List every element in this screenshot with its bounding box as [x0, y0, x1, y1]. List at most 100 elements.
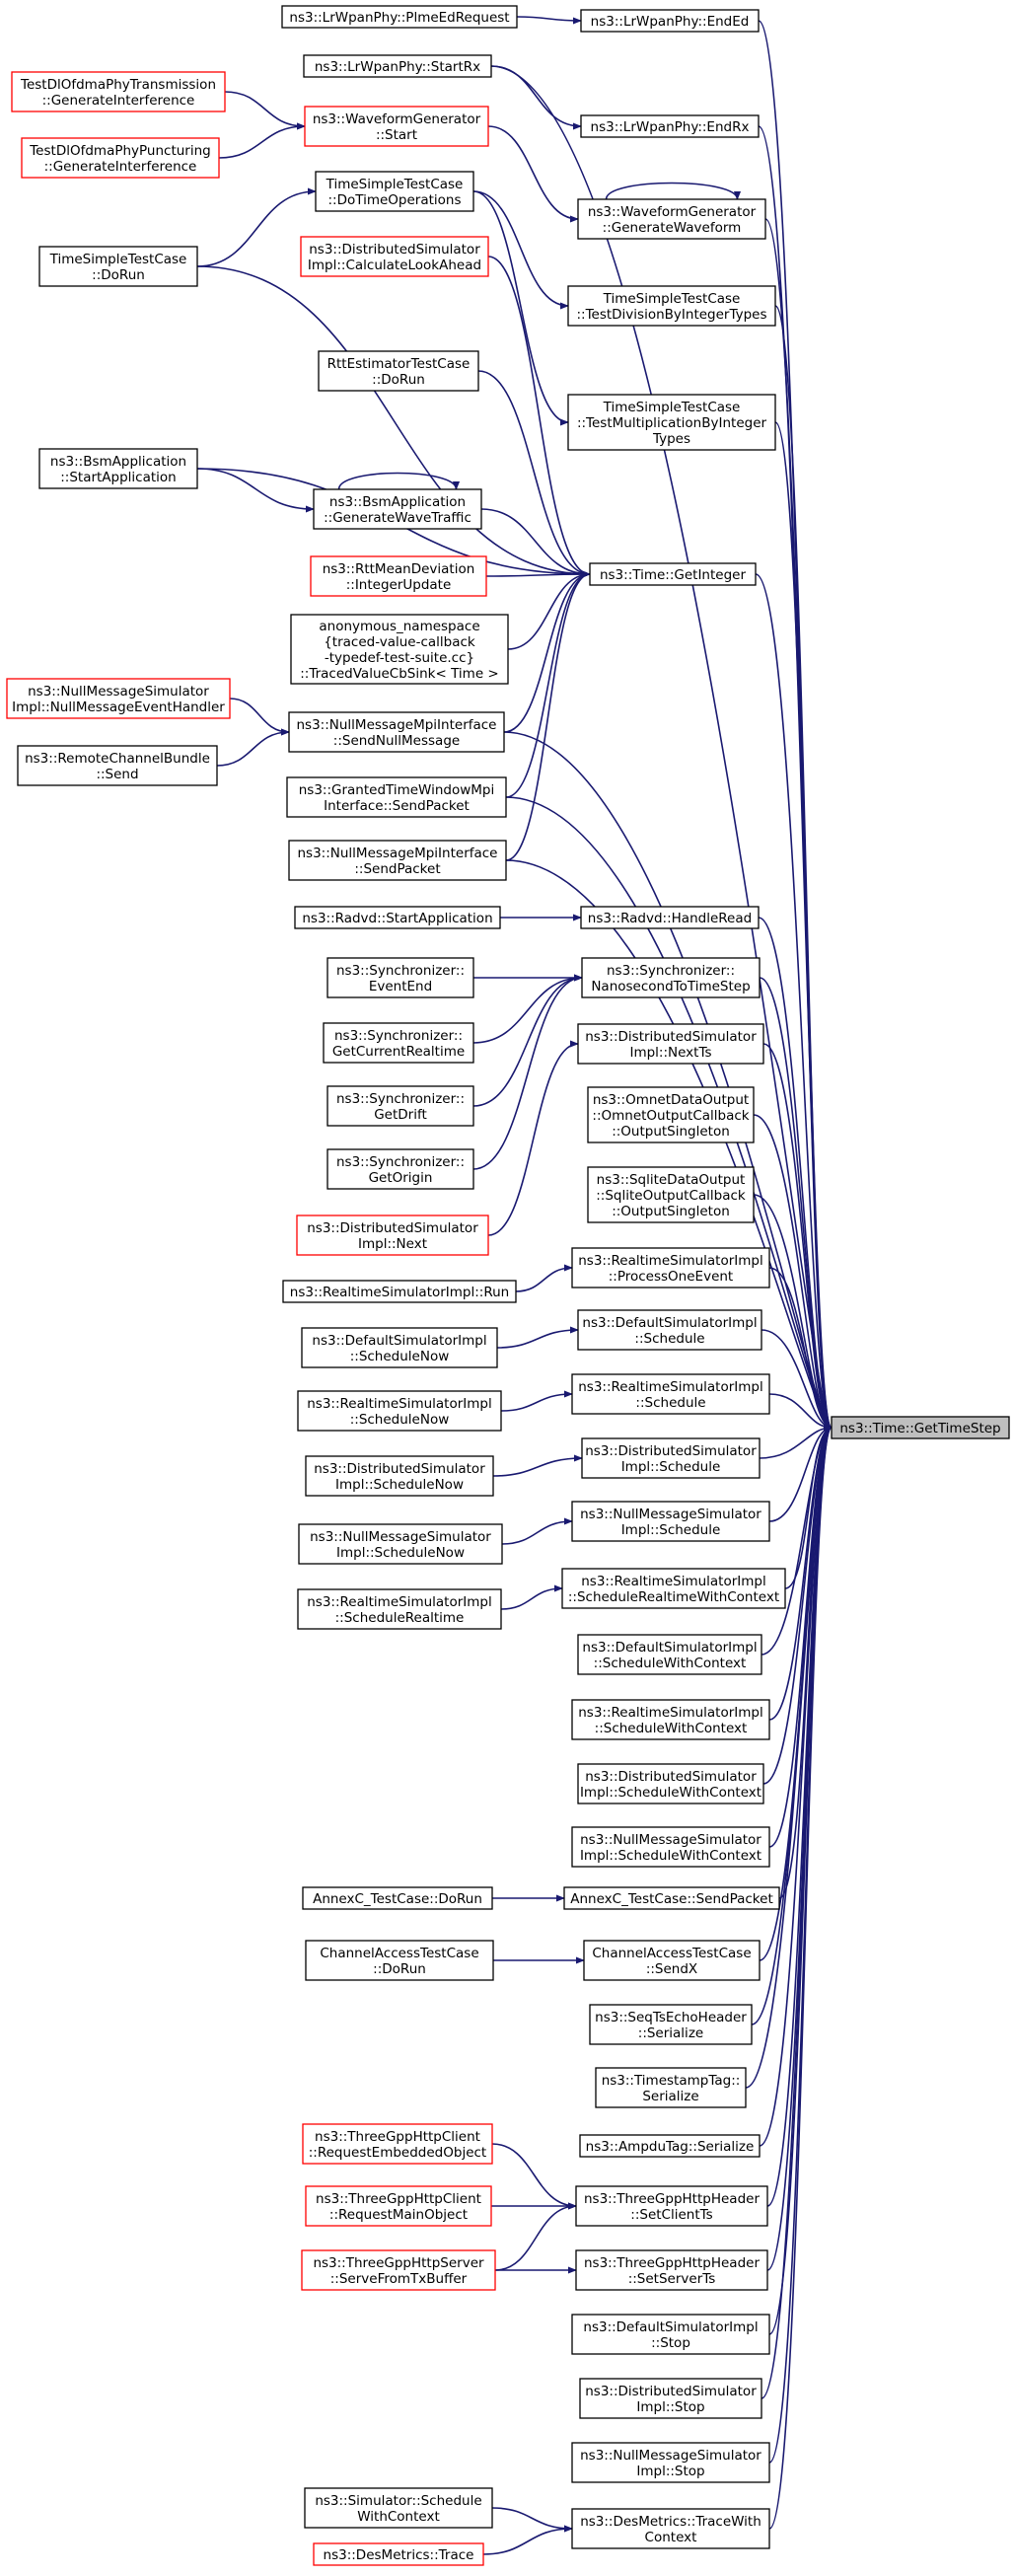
node-box[interactable]: [301, 1327, 498, 1368]
node-n53[interactable]: AnnexC_TestCase::DoRun: [302, 1886, 493, 1910]
node-n52[interactable]: ns3::NullMessageSimulatorImpl::ScheduleW…: [571, 1826, 770, 1868]
node-box[interactable]: [286, 776, 507, 818]
node-n41[interactable]: ns3::RealtimeSimulatorImpl::ScheduleNow: [297, 1390, 502, 1432]
node-box[interactable]: [595, 2067, 747, 2108]
node-box[interactable]: [326, 1148, 474, 1190]
node-box[interactable]: [579, 2134, 761, 2158]
node-box[interactable]: [577, 1309, 762, 1351]
node-n48[interactable]: ns3::RealtimeSimulatorImpl::ScheduleReal…: [297, 1588, 502, 1630]
node-n64[interactable]: ns3::ThreeGppHttpHeader::SetServerTs: [575, 2249, 768, 2291]
node-n33[interactable]: ns3::Synchronizer::GetOrigin: [326, 1148, 474, 1190]
node-n36[interactable]: ns3::RealtimeSimulatorImpl::ProcessOneEv…: [571, 1247, 770, 1288]
node-n6[interactable]: ns3::LrWpanPhy::EndRx: [580, 114, 760, 138]
node-n51[interactable]: ns3::DistributedSimulatorImpl::ScheduleW…: [577, 1763, 764, 1804]
node-n17[interactable]: ns3::RttMeanDeviation::IntegerUpdate: [310, 555, 487, 597]
node-box[interactable]: [304, 2487, 493, 2529]
node-box[interactable]: [326, 1085, 474, 1127]
node-box[interactable]: [297, 1588, 502, 1630]
node-box[interactable]: [580, 114, 760, 138]
node-n28[interactable]: ns3::Synchronizer::NanosecondToTimeStep: [581, 957, 761, 998]
node-box[interactable]: [38, 246, 198, 287]
node-box[interactable]: [302, 1886, 493, 1910]
node-n3[interactable]: ns3::LrWpanPhy::StartRx: [303, 54, 492, 78]
node-box[interactable]: [561, 1568, 786, 1609]
node-box[interactable]: [298, 1523, 503, 1565]
node-box[interactable]: [326, 957, 474, 998]
node-box[interactable]: [301, 2249, 496, 2291]
node-box[interactable]: [304, 106, 489, 147]
node-n32[interactable]: ns3::OmnetDataOutput::OmnetOutputCallbac…: [587, 1086, 755, 1143]
node-box[interactable]: [575, 2185, 768, 2227]
node-box[interactable]: [21, 137, 220, 179]
node-box[interactable]: [318, 350, 479, 392]
node-n10[interactable]: TimeSimpleTestCase::DoRun: [38, 246, 198, 287]
node-n70[interactable]: ns3::DesMetrics::Trace: [313, 2542, 484, 2566]
node-n42[interactable]: ns3::Time::GetTimeStep: [831, 1416, 1010, 1439]
node-box[interactable]: [577, 1634, 762, 1675]
node-n23[interactable]: ns3::GrantedTimeWindowMpiInterface::Send…: [286, 776, 507, 818]
node-n61[interactable]: ns3::ThreeGppHttpClient::RequestMainObje…: [305, 2185, 492, 2227]
node-box[interactable]: [305, 1455, 494, 1497]
node-n15[interactable]: ns3::BsmApplication::StartApplication: [38, 448, 198, 489]
node-n47[interactable]: ns3::RealtimeSimulatorImpl::ScheduleReal…: [561, 1568, 786, 1609]
node-n19[interactable]: anonymous_namespace{traced-value-callbac…: [290, 614, 509, 685]
node-box[interactable]: [288, 711, 505, 753]
node-n56[interactable]: ChannelAccessTestCase::SendX: [583, 1940, 761, 1981]
node-box[interactable]: [577, 198, 766, 240]
node-box[interactable]: [589, 562, 757, 586]
node-box[interactable]: [575, 2249, 768, 2291]
node-n59[interactable]: ns3::ThreeGppHttpClient::RequestEmbedded…: [302, 2123, 493, 2165]
node-n4[interactable]: TestDlOfdmaPhyTransmission::GenerateInte…: [11, 71, 226, 112]
node-n9[interactable]: ns3::WaveformGenerator::GenerateWaveform: [577, 198, 766, 240]
node-n5[interactable]: ns3::WaveformGenerator::Start: [304, 106, 489, 147]
node-box[interactable]: [281, 5, 518, 29]
node-n18[interactable]: ns3::Time::GetInteger: [589, 562, 757, 586]
node-box[interactable]: [563, 1886, 780, 1910]
node-box[interactable]: [294, 906, 501, 929]
node-box[interactable]: [577, 1763, 764, 1804]
node-n1[interactable]: ns3::LrWpanPhy::PlmeEdRequest: [281, 5, 518, 29]
node-n58[interactable]: ns3::TimestampTag::Serialize: [595, 2067, 747, 2108]
node-box[interactable]: [571, 2314, 770, 2355]
node-box[interactable]: [571, 1247, 770, 1288]
node-box[interactable]: [297, 1390, 502, 1432]
node-box[interactable]: [567, 285, 776, 327]
node-n68[interactable]: ns3::Simulator::ScheduleWithContext: [304, 2487, 493, 2529]
node-box[interactable]: [580, 9, 760, 33]
node-n13[interactable]: RttEstimatorTestCase::DoRun: [318, 350, 479, 392]
node-n57[interactable]: ns3::SeqTsEchoHeader::Serialize: [589, 2004, 753, 2045]
node-n14[interactable]: TimeSimpleTestCase::TestMultiplicationBy…: [567, 394, 776, 451]
node-n55[interactable]: ChannelAccessTestCase::DoRun: [305, 1940, 494, 1981]
node-n31[interactable]: ns3::Synchronizer::GetDrift: [326, 1085, 474, 1127]
node-box[interactable]: [300, 236, 489, 277]
node-box[interactable]: [290, 614, 509, 685]
node-box[interactable]: [11, 71, 226, 112]
node-box[interactable]: [567, 394, 776, 451]
node-n39[interactable]: ns3::DefaultSimulatorImpl::ScheduleNow: [301, 1327, 498, 1368]
node-n20[interactable]: ns3::NullMessageSimulatorImpl::NullMessa…: [6, 678, 231, 719]
node-box[interactable]: [583, 1940, 761, 1981]
node-box[interactable]: [581, 957, 761, 998]
node-box[interactable]: [303, 54, 492, 78]
node-n65[interactable]: ns3::DefaultSimulatorImpl::Stop: [571, 2314, 770, 2355]
node-box[interactable]: [6, 678, 231, 719]
node-n40[interactable]: ns3::RealtimeSimulatorImpl::Schedule: [571, 1373, 770, 1415]
node-n22[interactable]: ns3::RemoteChannelBundle::Send: [17, 745, 218, 786]
node-n38[interactable]: ns3::DefaultSimulatorImpl::Schedule: [577, 1309, 762, 1351]
node-box[interactable]: [310, 555, 487, 597]
node-box[interactable]: [571, 1501, 770, 1542]
node-box[interactable]: [38, 448, 198, 489]
node-box[interactable]: [831, 1416, 1010, 1439]
node-n11[interactable]: ns3::DistributedSimulatorImpl::Calculate…: [300, 236, 489, 277]
node-n2[interactable]: ns3::LrWpanPhy::EndEd: [580, 9, 760, 33]
node-box[interactable]: [571, 2442, 770, 2483]
node-n21[interactable]: ns3::NullMessageMpiInterface::SendNullMe…: [288, 711, 505, 753]
node-n12[interactable]: TimeSimpleTestCase::TestDivisionByIntege…: [567, 285, 776, 327]
node-n26[interactable]: ns3::Radvd::HandleRead: [580, 906, 760, 929]
node-box[interactable]: [296, 1214, 489, 1256]
node-n27[interactable]: ns3::Synchronizer::EventEnd: [326, 957, 474, 998]
